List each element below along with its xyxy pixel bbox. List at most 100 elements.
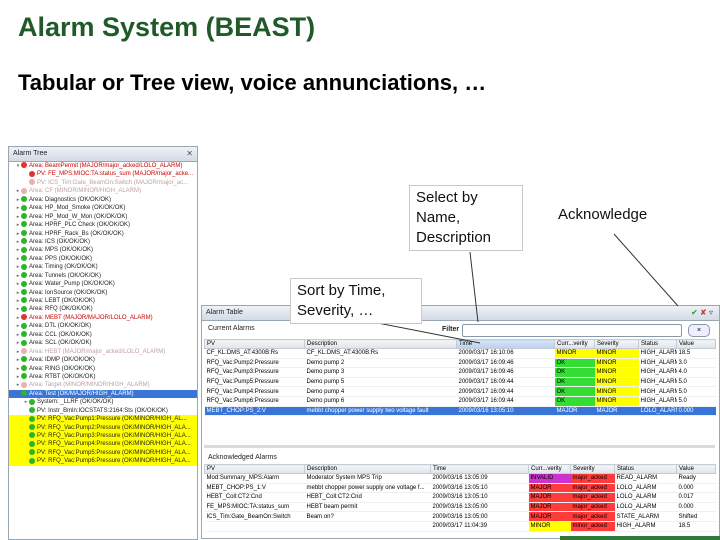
expand-right-icon[interactable]: ▸	[16, 306, 20, 313]
tree-item-label: Area: HP_Mod_Smoke (OK/OK/OK)	[29, 205, 126, 212]
expand-right-icon[interactable]: ▸	[16, 314, 20, 321]
expand-right-icon[interactable]: ▸	[16, 323, 20, 330]
tree-item[interactable]: PV: RFQ_Vac:Pump3:Pressure (OK/MINOR/HIG…	[9, 432, 197, 441]
severity-icon	[21, 364, 27, 371]
tree-item[interactable]: ▸Area: SCL (OK/OK/OK)	[9, 339, 197, 347]
column-header[interactable]: Value	[676, 339, 716, 349]
tree-item[interactable]: ▸Area: PPS (OK/OK/OK)	[9, 255, 197, 263]
cell-curr: OK	[554, 396, 595, 407]
column-header[interactable]: Value	[676, 464, 716, 474]
severity-icon	[29, 432, 35, 439]
severity-icon	[21, 196, 27, 203]
tree-item[interactable]: ▸Area: HPRF_PLC Check (OK/OK/OK)	[9, 221, 197, 229]
tree-item[interactable]: ▾Area: Test (OK/MAJOR/HIGH_ALARM)	[9, 389, 197, 399]
tree-item[interactable]: ▸Area: DTL (OK/OK/OK)	[9, 322, 197, 330]
tree-item[interactable]: ▸ Area: HP_Mod_W_Mon (OK/OK/OK)	[9, 213, 197, 221]
filter-clear-button[interactable]: ×	[688, 324, 710, 337]
tree-item[interactable]: ▸Area: MEBT (MAJOR/MAJOR/LOLO_ALARM)	[9, 314, 197, 322]
expand-right-icon[interactable]: ▸	[16, 298, 20, 304]
expand-right-icon[interactable]: ▸	[16, 373, 20, 380]
tree-item[interactable]: PV: RFQ_Vac:Pump2:Pressure (OK/MINOR/HIG…	[9, 423, 197, 432]
tree-item[interactable]: ▸Area: CF (MINOR/MINOR/HIGH_ALARM)	[9, 187, 197, 195]
severity-icon	[29, 423, 35, 430]
tree-item[interactable]: ▸System: _LLRF (OK/OK/OK)	[9, 398, 197, 406]
tree-item[interactable]: ▸Area: Diagnostics (OK/OK/OK)	[9, 196, 197, 204]
tree-item[interactable]: ▸Area: Target (MINOR/MINOR/HIGH_ALARM)	[9, 381, 197, 389]
tree-item[interactable]: PV: RFQ_Vac:Pump1:Pressure (OK/MINOR/HIG…	[9, 415, 197, 424]
tree-item[interactable]: ▸ Area: HP_Mod_Smoke (OK/OK/OK)	[9, 204, 197, 212]
tree-item[interactable]: PV: FE_MPS:MIOC:TA:status_sum (MAJOR/maj…	[9, 170, 197, 178]
expand-right-icon[interactable]: ▸	[16, 365, 20, 372]
expand-right-icon[interactable]: ▸	[16, 188, 20, 195]
tree-item[interactable]: PV: RFQ_Vac:Pump4:Pressure (OK/MINOR/HIG…	[9, 440, 197, 449]
tree-item[interactable]: ▸Area: IonSource (OK/OK/OK)	[9, 288, 197, 297]
tree-item[interactable]: ▸Area: ICS (OK/OK/OK)	[9, 238, 197, 246]
cell-status: LOLO_ALARM	[614, 492, 677, 503]
expand-right-icon[interactable]: ▸	[16, 205, 20, 212]
tree-item[interactable]: ▸Area: CCL (OK/OK/OK)	[9, 331, 197, 339]
tree-item[interactable]: ▸Area: RING (OK/OK/OK)	[9, 364, 197, 373]
tree-item[interactable]: ▸Area: RTBT (OK/OK/OK)	[9, 373, 197, 381]
tree-item[interactable]: ▸Area: Timing (OK/OK/OK)	[9, 263, 197, 271]
tree-item[interactable]: ▸Area: MPS (OK/OK/OK)	[9, 246, 197, 254]
tree-item-label: Area: HP_Mod_W_Mon (OK/OK/OK)	[29, 213, 128, 220]
view-menu-icon[interactable]: ▿	[708, 308, 713, 317]
expand-right-icon[interactable]: ▸	[16, 348, 20, 355]
expand-right-icon[interactable]: ▸	[16, 264, 20, 271]
acknowledge-icon[interactable]: ✔	[691, 308, 698, 317]
unacknowledge-icon[interactable]: ✘	[700, 308, 707, 317]
expand-right-icon[interactable]: ▸	[16, 340, 20, 347]
tab-alarm-tree[interactable]: Alarm Tree ✕	[9, 147, 197, 162]
tree-item[interactable]: ▸Area: IDMP (OK/OK/OK)	[9, 356, 197, 364]
filter-input[interactable]	[462, 324, 682, 337]
tree-item[interactable]: PV: RFQ_Vac:Pump6:Pressure (OK/MINOR/HIG…	[9, 457, 197, 466]
expand-right-icon[interactable]: ▸	[16, 357, 20, 364]
tree-item[interactable]: ▾Area: BeamPermit (MAJOR/major_acked/LOL…	[9, 162, 197, 170]
tree-item[interactable]: ▸Area: RFQ (OK/OK/OK)	[9, 305, 197, 313]
expand-right-icon[interactable]: ▸	[16, 247, 20, 254]
tree-item[interactable]: PV: RFQ_Vac:Pump5:Pressure (OK/MINOR/HIG…	[9, 448, 197, 458]
expand-right-icon[interactable]: ▸	[16, 331, 20, 338]
tree-item[interactable]: ▸Area: Tunnels (OK/OK/OK)	[9, 272, 197, 280]
expand-right-icon[interactable]: ▸	[16, 382, 20, 389]
close-icon[interactable]: ✕	[186, 149, 193, 158]
expand-right-icon[interactable]: ▸	[16, 238, 20, 245]
expand-right-icon[interactable]: ▸	[16, 289, 20, 296]
cell-pv: RFQ_Vac:Pump2:Pressure	[204, 358, 305, 369]
expand-right-icon[interactable]: ▸	[16, 255, 20, 262]
expand-right-icon[interactable]: ▸	[16, 281, 20, 288]
tree-item[interactable]: PV: Instr_Bmln:IOCSTATS:2164:Sts (OK/OK/…	[9, 407, 197, 415]
expand-right-icon[interactable]: ▸	[16, 230, 20, 237]
expand-right-icon[interactable]: ▸	[16, 272, 20, 279]
cell-sev: minor_acked	[570, 521, 615, 532]
tree-item[interactable]: ▸Area: HPRF_Rack_Bs (OK/OK/OK)	[9, 229, 197, 238]
expand-right-icon[interactable]: ▸	[16, 196, 20, 203]
expand-right-icon[interactable]: ▸	[16, 213, 20, 220]
pane-divider[interactable]	[204, 445, 715, 448]
expand-right-icon[interactable]: ▸	[16, 222, 20, 229]
cell-status: LOLO_ALARM	[614, 502, 677, 513]
tree-item-label: PV: RFQ_Vac:Pump4:Pressure (OK/MINOR/HIG…	[37, 441, 191, 448]
expand-down-icon[interactable]: ▾	[16, 390, 20, 397]
callout-sort-by-time: Sort by Time, Severity, …	[290, 278, 422, 324]
tree-item[interactable]: ▸Area: LEBT (OK/OK/OK)	[9, 297, 197, 305]
tree-item[interactable]: ▸Area: HEBT (MAJOR/major_acked/LOLO_ALAR…	[9, 348, 197, 356]
tree-item[interactable]: PV: ICS_Tim:Gate_BeamOn:Switch (MAJOR/ma…	[9, 179, 197, 187]
expand-down-icon[interactable]: ▾	[16, 163, 20, 169]
expand-right-icon[interactable]: ▸	[24, 399, 28, 406]
cell-value: 18.5	[676, 348, 716, 359]
tree-item[interactable]: ▸Area: Water_Pump (OK/OK/OK)	[9, 280, 197, 288]
